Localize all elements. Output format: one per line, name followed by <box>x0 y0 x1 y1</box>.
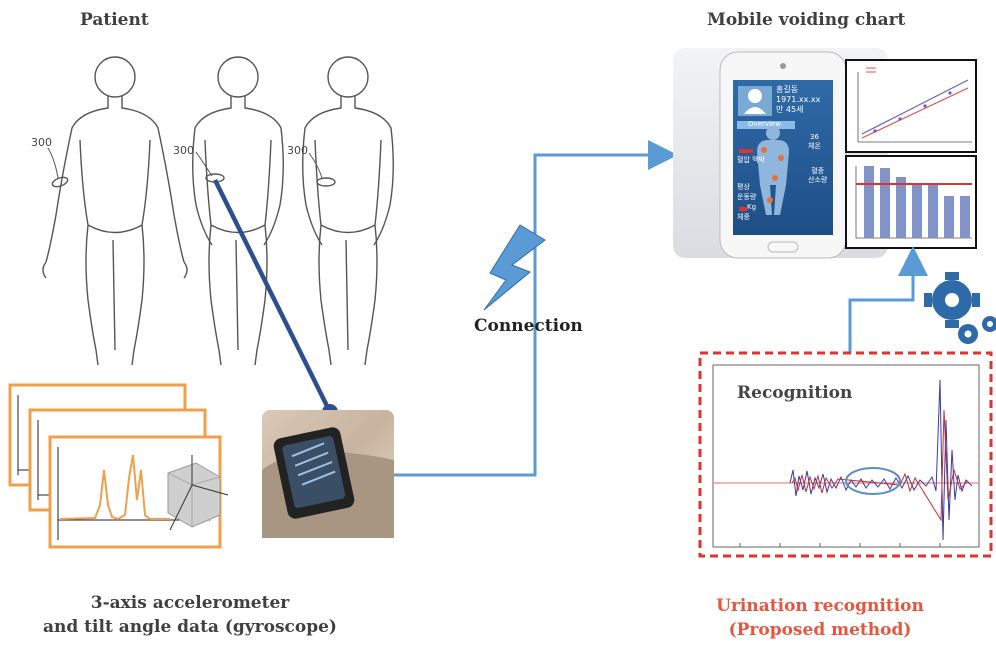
sensor-caption: 3-axis accelerometer and tilt angle data… <box>40 591 340 639</box>
phone-activity: 평상 운동량 Kg 체중 <box>737 182 756 222</box>
phone-temperature-value: 36 <box>809 133 819 141</box>
figure-mark-2: 300 <box>173 144 194 157</box>
phone-overview-tab[interactable]: Overview <box>748 120 781 128</box>
urination-caption: Urination recognition (Proposed method) <box>690 594 950 642</box>
phone-name: 홍길동 <box>776 85 799 94</box>
bar-chart-thumbnail <box>845 155 977 249</box>
phone-temperature-label: 체온 <box>808 142 821 150</box>
figure-mark-1: 300 <box>31 136 52 149</box>
gears-icon <box>924 272 996 344</box>
mobile-chart-panel <box>673 48 888 259</box>
urination-caption-line2: (Proposed method) <box>728 620 912 640</box>
recognition-panel <box>698 351 993 558</box>
phone-oxygen-label2: 산소량 <box>808 176 828 184</box>
wrist-watch-link <box>212 179 333 413</box>
phone-weight-label: 체중 <box>737 213 750 221</box>
sensor-caption-line2: and tilt angle data (gyroscope) <box>43 617 337 637</box>
connection-label: Connection <box>474 316 583 336</box>
phone-temperature: 36 체온 <box>808 133 821 151</box>
sensor-caption-line1: 3-axis accelerometer <box>90 593 290 613</box>
phone-oxygen-label1: 혈중 <box>811 167 825 175</box>
phone-activity-label2: 운동량 <box>737 193 757 201</box>
recognition-label: Recognition <box>737 383 853 403</box>
urination-caption-line1: Urination recognition <box>716 596 924 616</box>
line-chart-thumbnail <box>845 59 977 153</box>
phone-profile: 홍길동 1971.xx.xx 만 45세 <box>776 85 820 115</box>
phone-age: 만 45세 <box>776 105 804 114</box>
phone-weight-unit: Kg <box>747 203 757 211</box>
patient-figure-1 <box>42 56 188 366</box>
patient-figure-3 <box>302 56 394 366</box>
wireless-bolt-icon <box>483 224 546 311</box>
recognition-arrow <box>848 246 928 355</box>
phone-activity-label1: 평상 <box>737 183 750 191</box>
detected-event-marker <box>845 467 901 495</box>
figure-mark-3: 300 <box>287 144 308 157</box>
smartwatch-photo <box>262 410 394 538</box>
mobile-chart-label: Mobile voiding chart <box>707 10 906 30</box>
phone-oxygen: 혈중 산소량 <box>808 167 827 185</box>
connection-arrow <box>394 140 678 477</box>
phone-blood-pressure: 혈압 맥박 <box>737 156 765 164</box>
patient-figure-2 <box>192 56 284 366</box>
gyroscope-cube <box>167 455 229 531</box>
phone-dob: 1971.xx.xx <box>776 95 821 104</box>
patient-label: Patient <box>80 10 149 30</box>
reference-leaders <box>47 147 323 179</box>
